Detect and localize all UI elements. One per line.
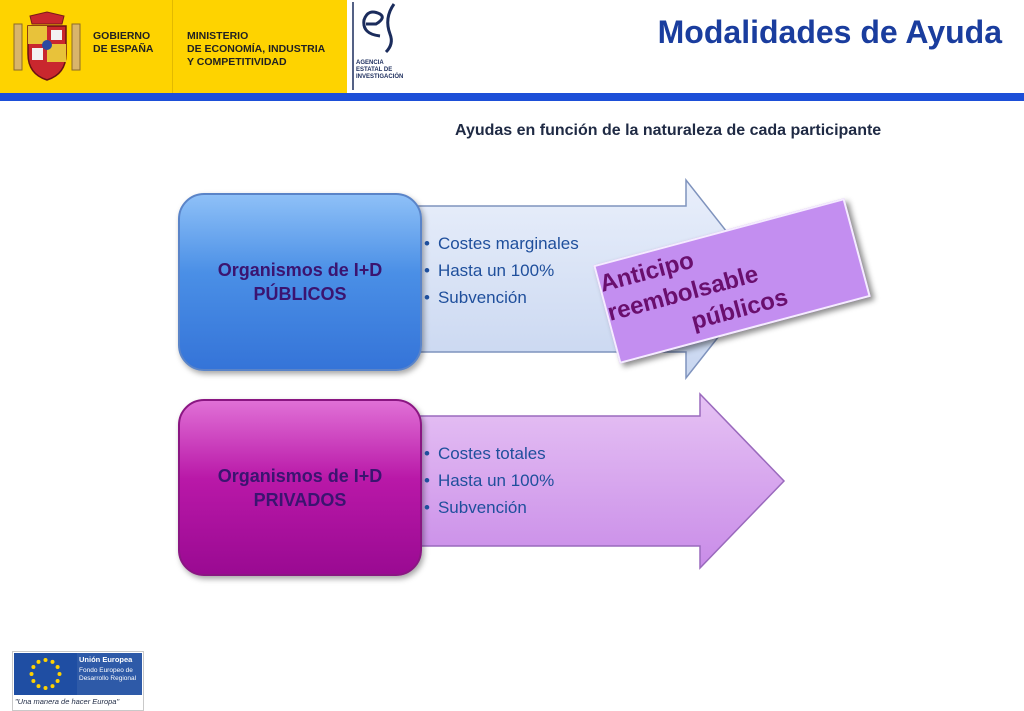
page-title: Modalidades de Ayuda <box>657 14 1002 50</box>
private-label-line-1: Organismos de I+D <box>217 465 383 486</box>
eu-logo: Unión Europea Fondo Europeo de Desarroll… <box>12 651 144 711</box>
agency-line-1: AGENCIA <box>356 60 384 66</box>
private-conditions-list: Costes totales Hasta un 100% Subvención <box>424 440 554 521</box>
ministry-label: MINISTERIO DE ECONOMÍA, INDUSTRIA Y COMP… <box>187 30 325 69</box>
ministry-line-1: MINISTERIO <box>187 30 249 42</box>
list-item: Costes totales <box>424 440 554 467</box>
eu-fund-line-2: Desarrollo Regional <box>79 675 137 682</box>
slide-subtitle: Ayudas en función de la naturaleza de ca… <box>455 122 882 139</box>
ministry-line-2: DE ECONOMÍA, INDUSTRIA <box>187 43 326 55</box>
government-label: GOBIERNO DE ESPAÑA <box>93 30 153 56</box>
header: GOBIERNO DE ESPAÑA MINISTERIO DE ECONOMÍ… <box>0 0 1024 93</box>
private-organisms-box: Organismos de I+D PRIVADOS <box>178 399 422 576</box>
ministry-line-3: Y COMPETITIVIDAD <box>187 56 287 68</box>
eu-title: Unión Europea <box>79 655 133 664</box>
private-label-line-2: PRIVADOS <box>253 489 347 510</box>
public-conditions-list: Costes marginales Hasta un 100% Subvenci… <box>424 230 579 311</box>
list-item: Costes marginales <box>424 230 579 257</box>
list-item: Hasta un 100% <box>424 467 554 494</box>
gov-line-1: GOBIERNO <box>93 30 151 42</box>
eu-flag-icon <box>14 653 77 695</box>
list-item: Subvención <box>424 494 554 521</box>
private-arrow <box>410 392 786 570</box>
eu-fund-line-1: Fondo Europeo de <box>79 667 133 674</box>
list-item: Subvención <box>424 284 579 311</box>
agency-line-2: ESTATAL DE <box>356 67 393 73</box>
eu-motto: "Una manera de hacer Europa" <box>15 697 120 706</box>
agency-line-3: INVESTIGACIÓN <box>356 74 404 80</box>
gov-line-2: DE ESPAÑA <box>93 43 154 55</box>
public-label-line-2: PÚBLICOS <box>253 284 347 304</box>
government-logo-band: GOBIERNO DE ESPAÑA MINISTERIO DE ECONOMÍ… <box>0 0 347 93</box>
public-label-line-1: Organismos de I+D <box>217 260 383 280</box>
agency-label: AGENCIA ESTATAL DE INVESTIGACIÓN <box>356 60 403 81</box>
divider <box>172 0 173 93</box>
coat-of-arms-icon <box>13 11 81 81</box>
public-organisms-box: Organismos de I+D PÚBLICOS <box>178 193 422 371</box>
header-bar <box>0 93 1024 101</box>
list-item: Hasta un 100% <box>424 257 579 284</box>
eu-text-band: Unión Europea Fondo Europeo de Desarroll… <box>77 653 142 695</box>
agency-logo-icon <box>352 2 396 90</box>
